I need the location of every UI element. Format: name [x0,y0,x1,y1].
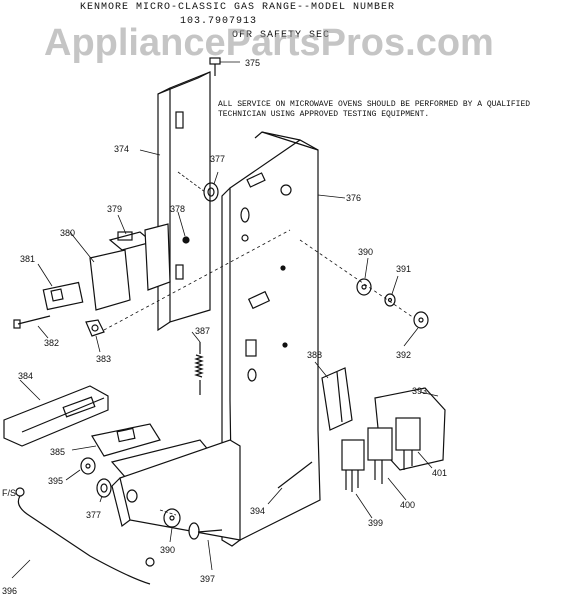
header-model-number: 103.7907913 [180,16,258,27]
label-401: 401 [432,468,447,478]
grommet-377-lower [96,478,112,503]
nut-383 [85,229,291,353]
screw-375 [209,57,240,76]
screw-382 [13,315,51,339]
label-376: 376 [346,193,361,203]
label-385: 385 [50,447,65,457]
label-397: 397 [200,574,215,584]
bracket-380 [69,223,171,311]
label-400: 400 [400,500,415,510]
washer-390-upper [356,257,372,296]
spring-387 [191,331,204,395]
label-383: 383 [96,354,111,364]
label-fs: F/S [2,488,16,498]
screw-394 [267,461,313,505]
screw-397 [188,522,223,571]
washer-391 [384,275,399,307]
label-393: 393 [412,386,427,396]
label-378: 378 [170,204,185,214]
watermark-logo: AppliancePartsPros.com [44,22,494,64]
label-374: 374 [114,144,129,154]
label-388: 388 [307,350,322,360]
label-380: 380 [60,228,75,238]
switch-401 [395,417,433,470]
label-390-upper: 390 [358,247,373,257]
label-387: 387 [195,326,210,336]
washer-390-lower [163,508,181,543]
switch-381 [37,263,84,311]
screw-378 [177,211,190,244]
bracket-374 [139,71,211,332]
label-390-lower: 390 [160,545,175,555]
label-396: 396 [2,586,17,596]
service-note: ALL SERVICE ON MICROWAVE OVENS SHOULD BE… [218,100,531,119]
label-392: 392 [396,350,411,360]
label-379: 379 [107,204,122,214]
label-394: 394 [250,506,265,516]
label-375: 375 [245,58,260,68]
label-381: 381 [20,254,35,264]
label-399: 399 [368,518,383,528]
label-377-upper: 377 [210,154,225,164]
header-model-line: KENMORE MICRO-CLASSIC GAS RANGE--MODEL N… [80,2,396,13]
bracket-388 [314,361,353,431]
label-395: 395 [48,476,63,486]
grommet-377-upper [177,171,219,202]
label-382: 382 [44,338,59,348]
label-391: 391 [396,264,411,274]
base-panel [111,439,241,541]
label-377-lower: 377 [86,510,101,520]
handle-384 [3,379,109,447]
switch-399 [341,439,373,519]
washer-392 [299,239,429,347]
switch-400 [367,427,407,501]
nut-395 [65,457,96,481]
wire-396 [11,487,155,585]
header-section: OFR SAFETY SEC [232,30,331,41]
label-384: 384 [18,371,33,381]
